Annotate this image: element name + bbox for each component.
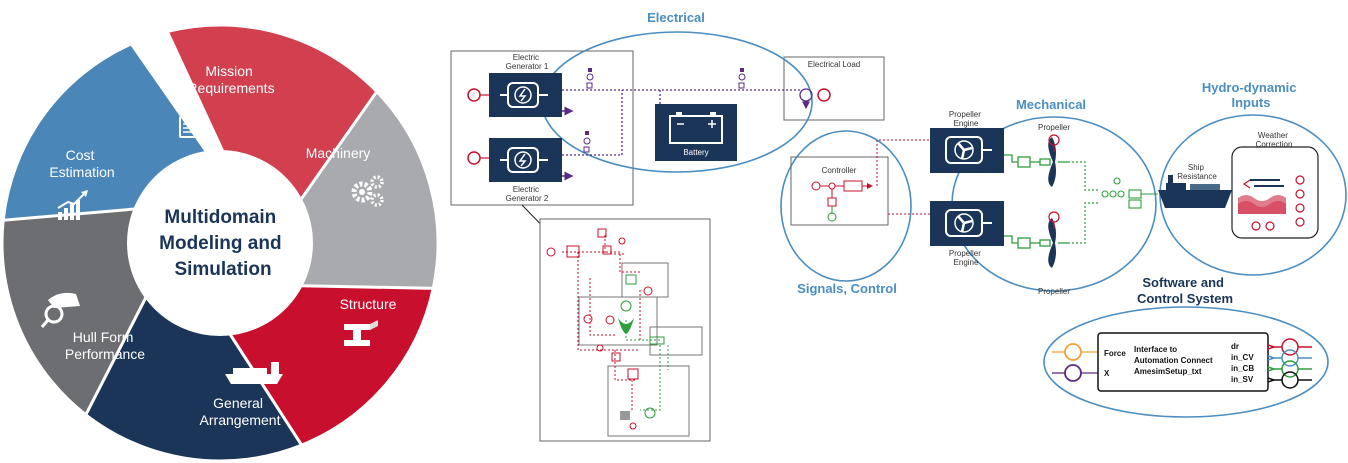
shaft-junction <box>1068 161 1100 244</box>
fan-engine-icon <box>945 209 992 237</box>
port-force: Force <box>1104 349 1126 358</box>
weather-correction-label: Weather Correction <box>1256 131 1293 149</box>
segment-label-machinery: Machinery <box>306 145 371 161</box>
software-control-domain: Software and Control System Force X Inte… <box>1043 275 1329 418</box>
weather-correction-block[interactable] <box>1231 146 1319 239</box>
port-in-cb: in_CB <box>1231 364 1254 373</box>
interface-title: Interface to Automation Connect AmesimSe… <box>1134 345 1215 376</box>
hydro-heading: Hydro-dynamic Inputs <box>1202 80 1300 110</box>
software-domain-ellipse <box>1043 306 1329 418</box>
weather-ports <box>1251 175 1305 231</box>
engine2-label: Propeller Engine <box>949 249 983 267</box>
battery-label: Battery <box>683 148 708 157</box>
hydrodynamic-domain: Hydro-dynamic Inputs Ship Resistance Wea… <box>1158 80 1347 276</box>
cargo-ship-icon <box>225 362 283 384</box>
software-heading: Software and Control System <box>1137 275 1233 306</box>
clipboard-icon <box>179 114 196 138</box>
segment-label-hull: Hull Form Performance <box>65 329 145 362</box>
controller-label: Controller <box>822 166 857 175</box>
propeller1-label: Propeller <box>1038 123 1070 132</box>
output-ports <box>1267 338 1312 389</box>
gen2-input-port <box>467 151 481 165</box>
gears-icon <box>351 175 384 207</box>
i-beam-icon <box>344 320 378 346</box>
controller-block[interactable] <box>790 156 889 226</box>
segment-label-mission: Mission Requirements <box>187 63 274 96</box>
speed-sensors <box>1101 177 1158 209</box>
propeller-engine-1[interactable] <box>930 128 1004 173</box>
electric-generator-1[interactable] <box>489 73 562 117</box>
voltage-sensor <box>583 73 746 153</box>
load-output-port <box>817 88 831 102</box>
detailed-schematic[interactable] <box>521 204 711 442</box>
generator1-label: Electric Generator 1 <box>506 53 549 71</box>
battery-component[interactable]: Battery <box>655 104 737 161</box>
mechanical-domain: Mechanical Propeller Engine <box>930 97 1158 296</box>
segment-label-arrangement: General Arrangement <box>200 395 281 428</box>
controller-logic <box>811 180 873 214</box>
port-in-sv: in_SV <box>1231 375 1254 384</box>
propeller-shaft-1 <box>1004 154 1068 168</box>
battery-icon <box>669 112 723 144</box>
signals-control-domain: Controller Signals, Control <box>780 130 912 296</box>
wheel-center-title: Multidomain Modeling and Simulation <box>159 207 287 280</box>
engine1-label: Propeller Engine <box>949 110 983 128</box>
force-input-port <box>1064 343 1082 361</box>
electrical-domain: Electrical Electric Generator 1 <box>450 10 885 206</box>
wheel-center <box>127 150 313 336</box>
gen1-input-port <box>467 88 481 102</box>
x-input-port <box>1064 364 1082 382</box>
generators-block[interactable] <box>450 50 634 206</box>
segment-label-structure: Structure <box>340 296 397 312</box>
electrical-heading: Electrical <box>647 10 705 25</box>
automation-interface-block[interactable] <box>1097 332 1269 392</box>
controller-sensor-port <box>827 212 837 222</box>
electric-generator-2[interactable] <box>489 138 562 182</box>
port-x: X <box>1104 369 1110 378</box>
port-dr: dr <box>1231 342 1239 351</box>
propeller-shaft-2 <box>1004 235 1068 249</box>
domain-wheel: Multidomain Modeling and Simulation Miss… <box>0 23 440 463</box>
signals-heading: Signals, Control <box>797 281 897 296</box>
generator2-label: Electric Generator 2 <box>506 185 549 203</box>
fan-engine-icon <box>945 136 992 164</box>
propeller-engine-2[interactable] <box>930 201 1004 246</box>
propeller2-label: Propeller <box>1038 287 1070 296</box>
port-in-cv: in_CV <box>1231 353 1254 362</box>
ship-resistance-label: Ship Resistance <box>1177 163 1217 181</box>
mechanical-heading: Mechanical <box>1016 97 1086 112</box>
electrical-load-label: Electrical Load <box>808 60 860 69</box>
engine-bolt-icon <box>500 82 548 108</box>
segment-label-cost: Cost Estimation <box>49 147 114 180</box>
wave-icon <box>1238 179 1286 214</box>
signal-connections <box>876 139 930 215</box>
electrical-bus <box>562 89 800 156</box>
growth-chart-icon <box>57 190 88 220</box>
engine-bolt-icon <box>500 147 548 173</box>
current-source-icon <box>799 88 813 110</box>
cargo-ship-icon[interactable] <box>1158 175 1232 208</box>
electrical-load-block[interactable] <box>783 56 885 121</box>
hull-inspection-icon <box>40 292 80 328</box>
signals-domain-ellipse <box>780 130 912 282</box>
